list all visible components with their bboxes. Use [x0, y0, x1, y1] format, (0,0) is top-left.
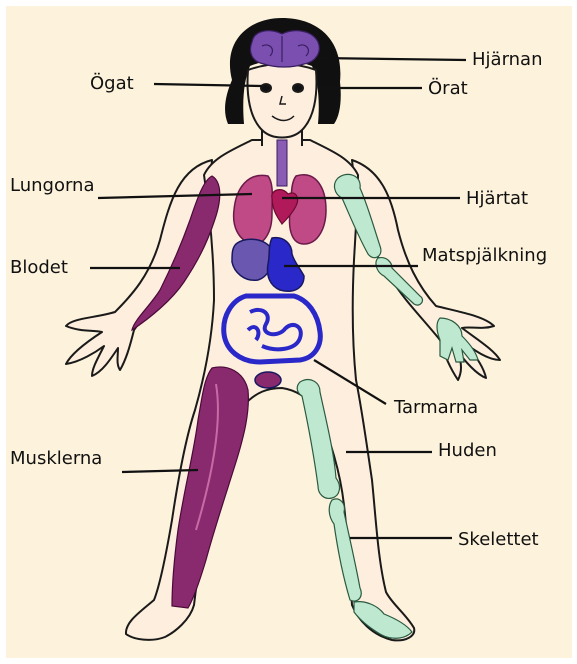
eye-right-shape: [293, 84, 303, 92]
label-skin: Huden: [438, 441, 497, 461]
brain-shape: [251, 31, 320, 67]
label-heart: Hjärtat: [466, 189, 528, 209]
label-skeleton: Skelettet: [458, 530, 539, 550]
label-eye: Ögat: [90, 74, 134, 94]
eye-left-shape: [261, 84, 271, 92]
label-intestines: Tarmarna: [394, 398, 478, 418]
face: [248, 64, 317, 138]
label-brain: Hjärnan: [472, 50, 543, 70]
label-digestion: Matspjälkning: [422, 246, 547, 266]
label-muscles: Musklerna: [10, 449, 102, 469]
label-blood: Blodet: [10, 258, 68, 278]
trachea-shape: [277, 140, 287, 186]
label-lungs: Lungorna: [10, 176, 95, 196]
label-ear: Örat: [428, 79, 468, 99]
